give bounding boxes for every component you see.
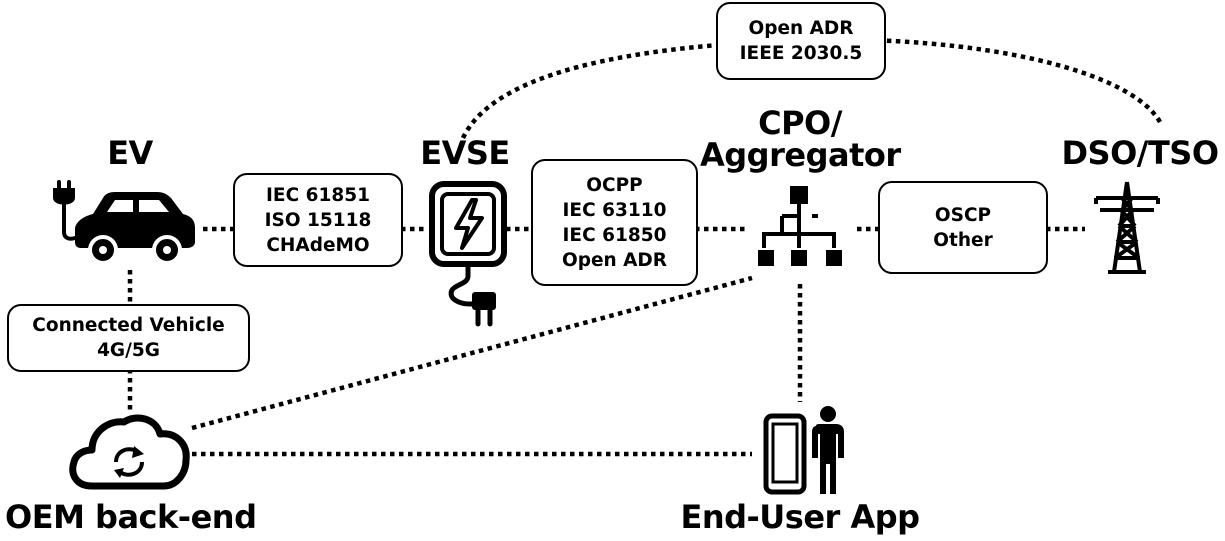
protocol-item: IEC 63110	[562, 199, 667, 221]
protocol-item: OSCP	[934, 204, 992, 226]
protocol-item: 4G/5G	[97, 340, 160, 361]
dso-label: DSO/TSO	[1061, 134, 1219, 172]
smartphone-user-icon	[763, 406, 844, 495]
cpo-label-line1: CPO/	[758, 104, 842, 142]
protocol-item: IEEE 2030.5	[739, 43, 863, 64]
protocol-item: CHAdeMO	[266, 234, 370, 256]
link-oem-cpo	[191, 275, 753, 431]
app-label: End-User App	[680, 498, 920, 536]
oem-label: OEM back-end	[5, 498, 257, 536]
protocol-item: IEC 61850	[562, 224, 667, 246]
protocol-box-evse-cpo: OCPP IEC 63110 IEC 61850 Open ADR	[531, 159, 698, 286]
protocol-box-evse-dso: Open ADR IEEE 2030.5	[716, 2, 886, 80]
protocol-item: IEC 61851	[266, 184, 370, 206]
evse-label: EVSE	[420, 134, 510, 172]
protocol-item: Connected Vehicle	[32, 315, 225, 336]
protocol-item: ISO 15118	[264, 209, 372, 231]
cloud-sync-icon	[69, 414, 190, 490]
protocol-item: Open ADR	[748, 18, 854, 39]
electric-car-icon	[53, 180, 195, 265]
protocol-box-ev-oem: Connected Vehicle 4G/5G	[7, 304, 250, 372]
transmission-tower-icon	[1094, 181, 1160, 274]
charging-station-icon	[429, 181, 507, 327]
protocol-item: Other	[933, 229, 993, 251]
protocol-item: OCPP	[586, 174, 643, 196]
protocol-item: Open ADR	[561, 249, 668, 271]
protocol-box-cpo-dso: OSCP Other	[878, 181, 1048, 274]
protocol-box-ev-evse: IEC 61851 ISO 15118 CHAdeMO	[233, 173, 403, 267]
cpo-label-line2: Aggregator	[700, 136, 901, 174]
hierarchy-network-icon	[758, 186, 842, 266]
ev-label: EV	[107, 134, 153, 172]
